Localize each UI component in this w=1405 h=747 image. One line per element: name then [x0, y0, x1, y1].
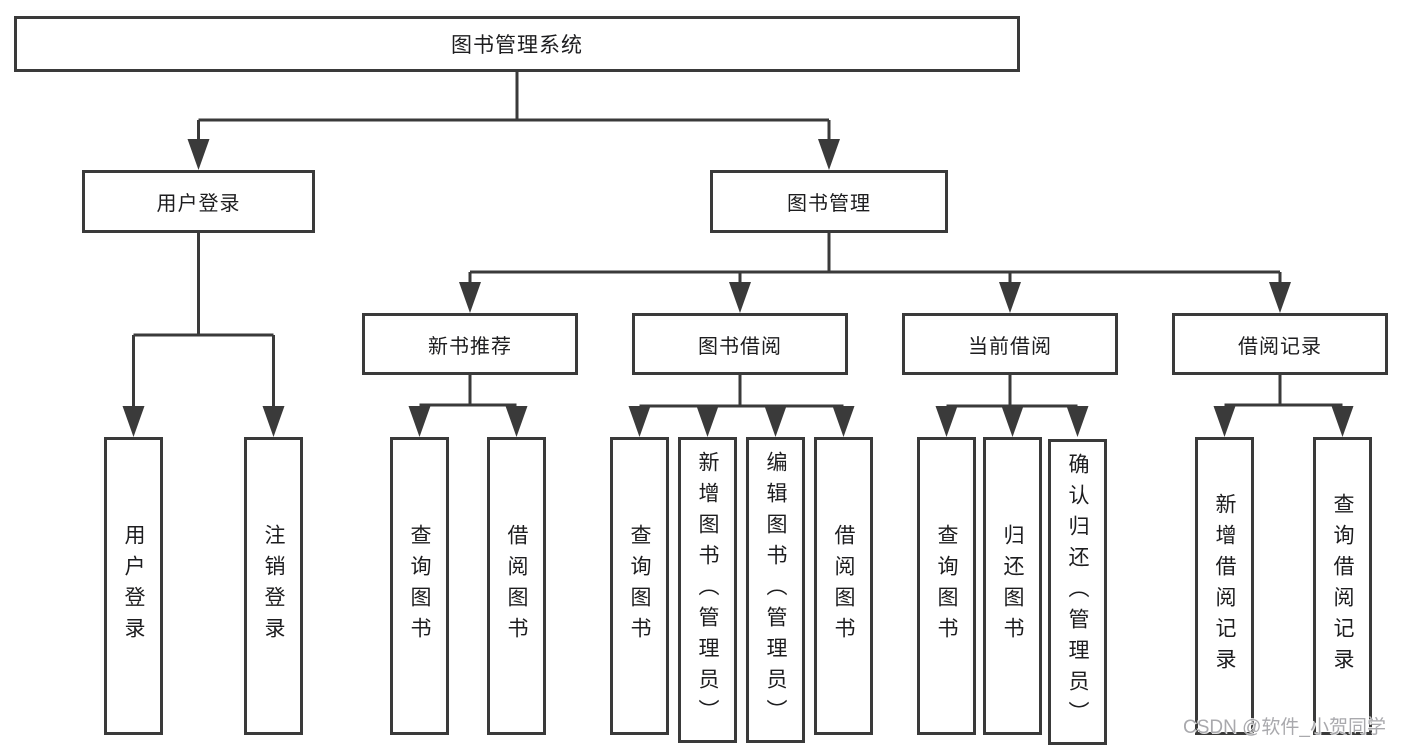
node-label: 查询图书	[935, 524, 958, 648]
node-label: 用户登录	[122, 524, 145, 648]
leaf-borrow-books-recommend: 借阅图书	[487, 437, 546, 735]
leaf-user-login: 用户登录	[104, 437, 163, 735]
node-label: 借阅图书	[505, 524, 528, 648]
leaf-query-books-current: 查询图书	[917, 437, 976, 735]
leaf-query-books-borrow: 查询图书	[610, 437, 669, 735]
leaf-query-borrow-record: 查询借阅记录	[1313, 437, 1372, 735]
node-library-management-system: 图书管理系统	[14, 16, 1020, 72]
node-borrow-records: 借阅记录	[1172, 313, 1388, 375]
node-label: 图书管理系统	[451, 34, 583, 57]
node-label: 用户登录	[156, 193, 241, 215]
node-label: 新增借阅记录	[1213, 493, 1236, 679]
leaf-logout: 注销登录	[244, 437, 303, 735]
node-label: 确认归还（管理员）	[1066, 452, 1089, 732]
node-label: 查询借阅记录	[1331, 493, 1354, 679]
leaf-confirm-return-admin: 确认归还（管理员）	[1048, 439, 1107, 745]
node-label: 图书管理	[787, 193, 871, 215]
node-label: 查询图书	[408, 524, 431, 648]
csdn-watermark: CSDN @软件_小贺同学	[1183, 717, 1386, 738]
node-label: 归还图书	[1001, 524, 1024, 648]
leaf-edit-book-admin: 编辑图书（管理员）	[746, 437, 805, 743]
leaf-add-borrow-record: 新增借阅记录	[1195, 437, 1254, 735]
leaf-add-book-admin: 新增图书（管理员）	[678, 437, 737, 743]
node-label: 注销登录	[262, 524, 285, 648]
leaf-query-books-recommend: 查询图书	[390, 437, 449, 735]
node-label: 新增图书（管理员）	[696, 450, 719, 730]
node-label: 借阅记录	[1238, 335, 1322, 358]
node-label: 新书推荐	[428, 335, 512, 358]
node-label: 借阅图书	[832, 524, 855, 648]
node-label: 当前借阅	[968, 335, 1052, 358]
node-label: 查询图书	[628, 524, 651, 648]
node-label: 编辑图书（管理员）	[764, 450, 787, 730]
node-user-login: 用户登录	[82, 170, 315, 233]
node-label: 图书借阅	[698, 335, 782, 358]
leaf-borrow-books: 借阅图书	[814, 437, 873, 735]
node-new-book-recommend: 新书推荐	[362, 313, 578, 375]
node-book-management: 图书管理	[710, 170, 948, 233]
node-current-borrow: 当前借阅	[902, 313, 1118, 375]
node-book-borrow: 图书借阅	[632, 313, 848, 375]
leaf-return-book: 归还图书	[983, 437, 1042, 735]
